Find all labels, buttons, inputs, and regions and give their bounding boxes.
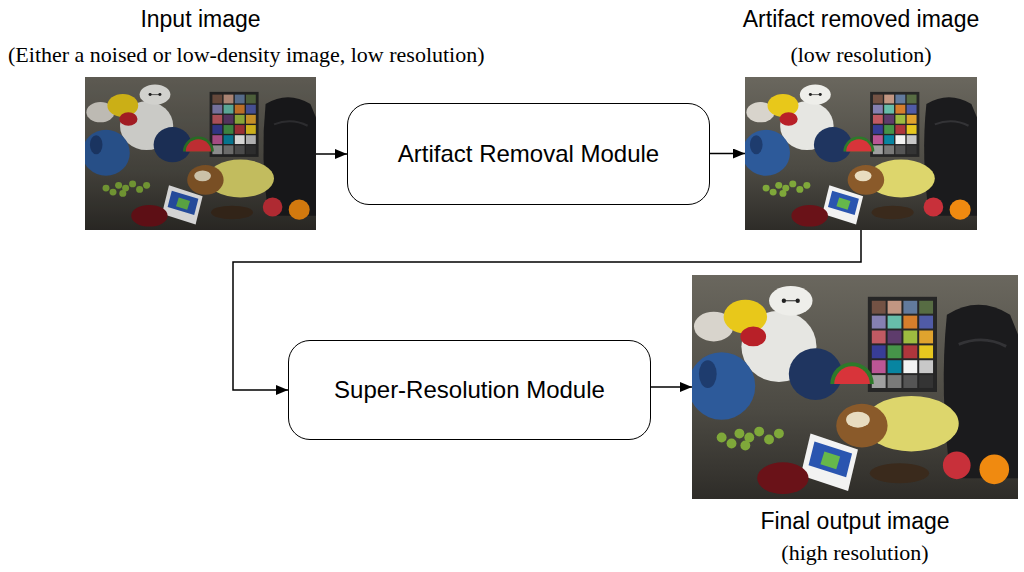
restored-photo xyxy=(745,77,977,230)
box-label: Artifact Removal Module xyxy=(398,140,659,169)
image-subheading: (Either a noised or low-density image, l… xyxy=(8,42,485,68)
image-node: Artifact removed image(low resolution) xyxy=(745,77,977,230)
image-heading: Input image xyxy=(140,6,260,34)
flow-arrow xyxy=(316,153,347,155)
box-label: Super-Resolution Module xyxy=(334,376,605,405)
flow-arrow xyxy=(651,386,692,388)
image-subheading: (high resolution) xyxy=(781,540,928,566)
output-photo xyxy=(692,275,1018,499)
image-heading: Artifact removed image xyxy=(743,6,979,34)
process-box: Super-Resolution Module xyxy=(288,340,651,440)
image-subheading: (low resolution) xyxy=(790,42,931,68)
flow-arrow xyxy=(710,153,745,155)
input-photo xyxy=(85,77,316,230)
process-box: Artifact Removal Module xyxy=(347,103,710,205)
image-node: Input image(Either a noised or low-densi… xyxy=(85,77,316,230)
image-heading: Final output image xyxy=(760,508,949,536)
image-node: Final output image(high resolution) xyxy=(692,275,1018,499)
